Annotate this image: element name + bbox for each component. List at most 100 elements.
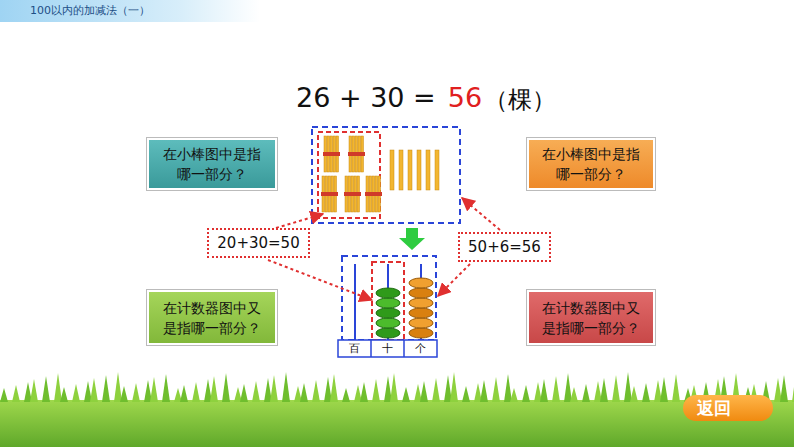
grass-blade <box>60 387 68 402</box>
question-text: 在计数器图中又是指哪一部分？ <box>157 298 267 338</box>
grass-blade <box>150 377 158 402</box>
question-box: 在小棒图中是指哪一部分？ <box>527 138 655 190</box>
grass-blade <box>372 379 380 402</box>
abacus <box>338 256 437 357</box>
button-label: 返回 <box>697 397 731 420</box>
grass-blade <box>90 378 98 402</box>
grass-blade <box>450 372 458 402</box>
leader-arrow <box>462 198 500 230</box>
bundle-band <box>365 192 382 196</box>
stick <box>399 150 403 190</box>
question-text: 在计数器图中又是指哪一部分？ <box>537 298 645 338</box>
bead <box>376 288 400 298</box>
grass-blade <box>222 373 230 402</box>
equation-text: 20+30=50 <box>217 234 299 252</box>
grass-blades <box>0 372 794 402</box>
question-text: 在小棒图中是指哪一部分？ <box>537 144 645 184</box>
grass-blade <box>792 372 794 402</box>
grass-blade <box>282 372 290 402</box>
header-title: 100以内的加减法（一） <box>30 3 150 18</box>
unit-text: （棵） <box>484 84 556 116</box>
grass-blade <box>504 374 512 402</box>
grass-blade <box>660 377 668 402</box>
grass-blade <box>552 376 560 402</box>
grass-blade <box>492 377 500 402</box>
stick-group-box <box>312 127 460 223</box>
grass-ground <box>0 400 794 447</box>
equation-box: 20+30=50 <box>207 228 310 258</box>
beads <box>376 278 433 338</box>
grass-blade <box>432 378 440 402</box>
question-box: 在计数器图中又是指哪一部分？ <box>147 290 277 345</box>
bead <box>376 298 400 308</box>
grass-blade <box>600 378 608 402</box>
stick <box>390 150 394 190</box>
bead <box>376 308 400 318</box>
grass-blade <box>42 376 50 402</box>
bead <box>409 308 433 318</box>
grass-blade <box>564 373 572 402</box>
stick-bundles <box>321 136 382 212</box>
leader-arrow <box>276 214 323 228</box>
question-box: 在计数器图中又是指哪一部分？ <box>527 290 655 345</box>
stick <box>426 150 430 190</box>
down-arrow <box>399 228 425 250</box>
grass-blade <box>180 385 188 402</box>
rod <box>354 264 356 340</box>
grass-blade <box>624 372 632 402</box>
equation-box: 50+6=56 <box>458 232 551 262</box>
grass-blade <box>120 386 128 402</box>
bundle-band <box>348 152 365 156</box>
grass-blade <box>12 385 20 402</box>
bead <box>409 288 433 298</box>
grass-blade <box>102 375 110 402</box>
single-sticks <box>390 150 439 190</box>
grass-blade <box>480 380 488 402</box>
grass-blade <box>72 384 80 402</box>
grass-blade <box>54 373 62 402</box>
grass-blade <box>540 379 548 402</box>
equation-part: 26 + 30 = <box>296 82 436 113</box>
grass-blade <box>672 374 680 402</box>
grass-blade <box>612 375 620 402</box>
grass-blade <box>210 376 218 402</box>
grass-blade <box>582 384 590 402</box>
grass-blade <box>252 381 260 402</box>
place-label: 个 <box>415 341 426 356</box>
grass-blade <box>402 387 410 402</box>
question-text: 在小棒图中是指哪一部分？ <box>157 144 267 184</box>
base-divider <box>403 340 405 357</box>
bead <box>376 328 400 338</box>
place-label: 十 <box>382 341 393 356</box>
leader-arrow <box>268 260 372 300</box>
bundle-band <box>321 192 338 196</box>
tens-box <box>372 262 404 340</box>
question-box: 在小棒图中是指哪一部分？ <box>147 138 277 190</box>
bead <box>409 328 433 338</box>
grass-blade <box>780 375 788 402</box>
equation-text: 50+6=56 <box>468 238 541 256</box>
grass-blade <box>330 374 338 402</box>
grass-blade <box>162 374 170 402</box>
grass-blade <box>630 386 638 402</box>
grass-blade <box>420 381 428 402</box>
bead <box>409 298 433 308</box>
grass-blade <box>390 373 398 402</box>
grass-blade <box>114 372 122 402</box>
grass-blade <box>360 382 368 402</box>
stick <box>417 150 421 190</box>
base-divider <box>370 340 372 357</box>
grass-blade <box>642 383 650 402</box>
stick <box>408 150 412 190</box>
leader-arrow <box>438 264 470 296</box>
bead <box>409 318 433 328</box>
grass-blade <box>570 387 578 402</box>
grass-blade <box>30 379 38 402</box>
bundle-box <box>318 132 380 218</box>
bead <box>409 278 433 288</box>
tens-ones-box <box>342 256 436 340</box>
grass-blade <box>192 382 200 402</box>
grass-blade <box>312 380 320 402</box>
grass-blade <box>522 385 530 402</box>
